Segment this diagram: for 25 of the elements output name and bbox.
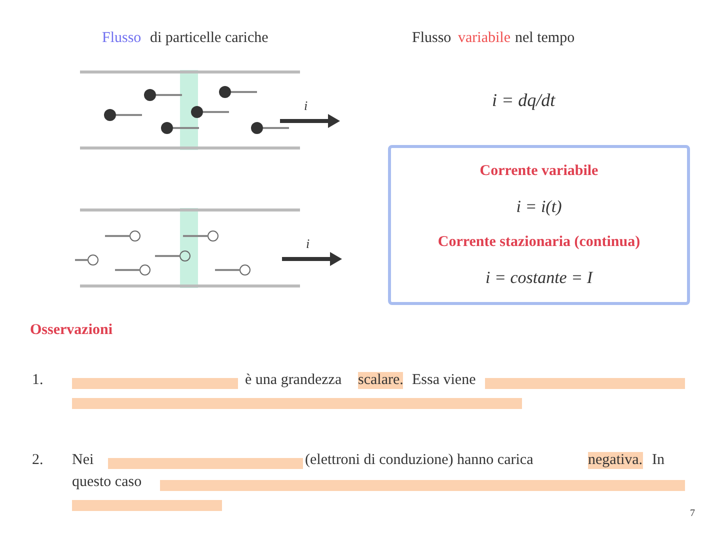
heading-text: nel tempo: [515, 30, 575, 47]
body-text: è una grandezza: [245, 372, 342, 389]
body-text: In: [652, 452, 664, 469]
list-number: 2.: [32, 452, 44, 469]
heading-text: di particelle cariche: [150, 30, 268, 47]
formula: i = i(t): [516, 196, 562, 216]
body-text: (elettroni di conduzione) hanno carica: [305, 452, 534, 469]
heading-word: Flusso: [102, 30, 142, 47]
body-text: Nei: [72, 452, 94, 469]
definition-box: [388, 145, 690, 305]
current-type-heading: Corrente variabile: [480, 162, 598, 180]
current-type-heading: Corrente stazionaria (continua): [438, 234, 640, 250]
formula: i = costante = I: [486, 268, 592, 288]
body-text: Essa viene: [412, 372, 476, 389]
current-symbol: i: [304, 98, 308, 114]
list-number: 1.: [32, 372, 44, 389]
highlighted-text: scalare.: [358, 372, 404, 389]
highlighted-text: negativa.: [588, 452, 643, 469]
heading-word: variabile: [458, 30, 510, 47]
heading-word: Flusso: [412, 30, 452, 47]
section-heading: Osservazioni: [30, 322, 112, 339]
current-symbol: i: [306, 236, 310, 252]
body-text: questo caso: [72, 474, 142, 491]
current-formula: i = dq/dt: [492, 90, 556, 111]
page-number: 7: [690, 508, 695, 519]
